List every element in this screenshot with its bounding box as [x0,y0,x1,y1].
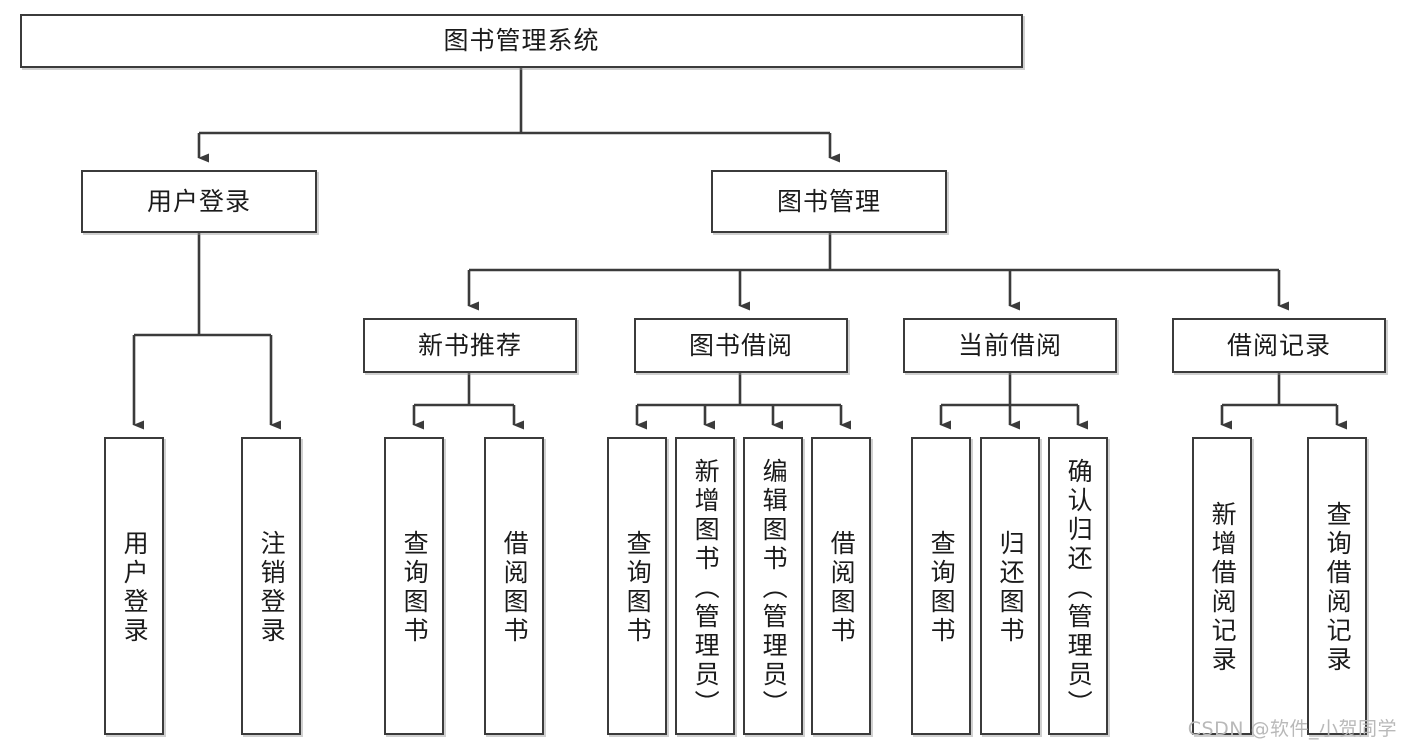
node-book-borrow-label: 图书借阅 [688,330,793,360]
leaf-query-book-recommend[interactable]: 查询图书 [384,437,444,735]
node-book-management[interactable]: 图书管理 [711,170,947,233]
watermark-text: CSDN @软件_小贺同学 [1187,718,1397,740]
leaf-confirm-return-admin-label: 确认归还（管理员） [1064,457,1094,719]
leaf-add-book-admin[interactable]: 新增图书（管理员） [675,437,735,735]
node-new-book-recommend-label: 新书推荐 [417,330,522,360]
leaf-logout-label: 注销登录 [257,530,287,646]
node-new-book-recommend[interactable]: 新书推荐 [363,318,577,373]
leaf-edit-book-admin[interactable]: 编辑图书（管理员） [743,437,803,735]
leaf-user-login-label: 用户登录 [120,530,150,646]
node-user-login-label: 用户登录 [146,186,251,216]
node-borrow-record[interactable]: 借阅记录 [1172,318,1386,373]
node-root[interactable]: 图书管理系统 [20,14,1023,68]
leaf-confirm-return-admin[interactable]: 确认归还（管理员） [1048,437,1108,735]
leaf-logout[interactable]: 注销登录 [241,437,301,735]
leaf-query-borrow-record-label: 查询借阅记录 [1323,501,1353,675]
leaf-borrow-book-borrow[interactable]: 借阅图书 [811,437,871,735]
leaf-query-book-borrow-label: 查询图书 [623,530,653,646]
leaf-add-borrow-record[interactable]: 新增借阅记录 [1192,437,1252,735]
node-current-borrow-label: 当前借阅 [957,330,1062,360]
leaf-return-book[interactable]: 归还图书 [980,437,1040,735]
leaf-query-book-current-label: 查询图书 [927,530,957,646]
leaf-edit-book-admin-label: 编辑图书（管理员） [759,457,789,719]
leaf-query-book-borrow[interactable]: 查询图书 [607,437,667,735]
leaf-add-book-admin-label: 新增图书（管理员） [691,457,721,719]
node-book-borrow[interactable]: 图书借阅 [634,318,848,373]
node-borrow-record-label: 借阅记录 [1226,330,1331,360]
leaf-user-login[interactable]: 用户登录 [104,437,164,735]
leaf-query-book-recommend-label: 查询图书 [400,530,430,646]
leaf-query-borrow-record[interactable]: 查询借阅记录 [1307,437,1367,735]
node-current-borrow[interactable]: 当前借阅 [903,318,1117,373]
node-book-management-label: 图书管理 [776,186,881,216]
leaf-borrow-book-recommend[interactable]: 借阅图书 [484,437,544,735]
leaf-query-book-current[interactable]: 查询图书 [911,437,971,735]
leaf-borrow-book-borrow-label: 借阅图书 [827,530,857,646]
leaf-return-book-label: 归还图书 [996,530,1026,646]
node-root-label: 图书管理系统 [443,26,600,56]
leaf-add-borrow-record-label: 新增借阅记录 [1208,501,1238,675]
leaf-borrow-book-recommend-label: 借阅图书 [500,530,530,646]
node-user-login[interactable]: 用户登录 [81,170,317,233]
